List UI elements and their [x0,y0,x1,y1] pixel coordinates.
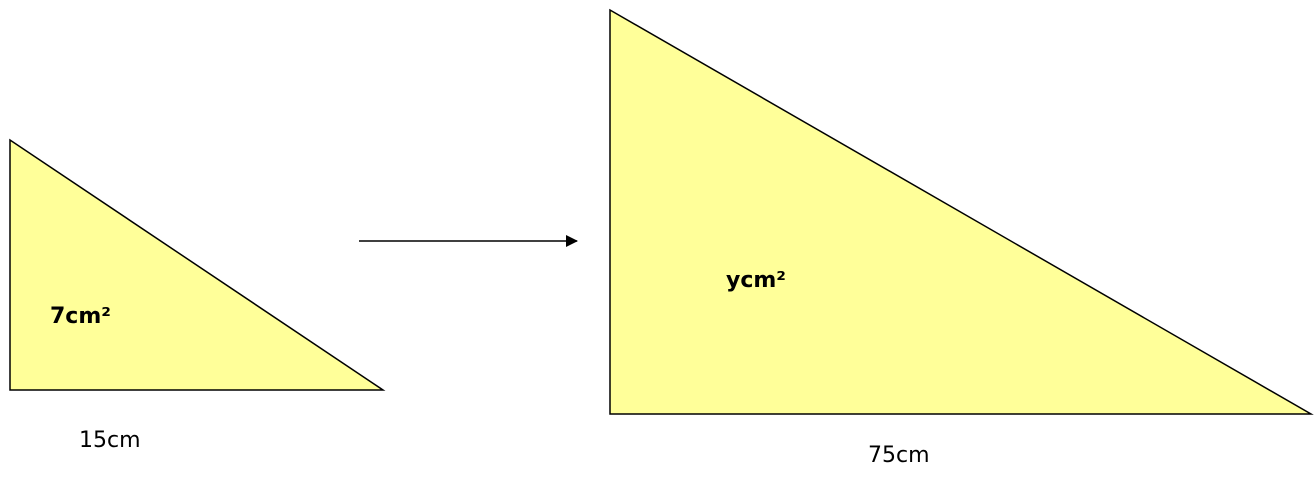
large-triangle-area-label: ycm² [726,268,786,293]
small-triangle-base-label: 15cm [79,428,141,453]
large-triangle-base-label: 75cm [868,443,930,468]
small-triangle-area-label: 7cm² [50,304,111,329]
small-triangle [9,138,386,391]
large-triangle [609,8,1314,415]
